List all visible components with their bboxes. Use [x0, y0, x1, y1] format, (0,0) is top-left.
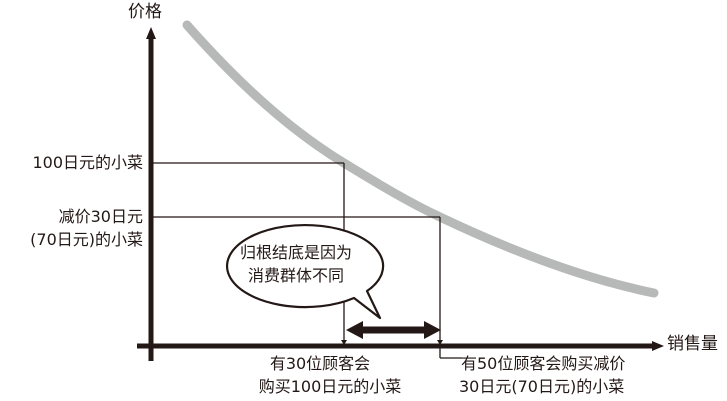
annotation-50-line1: 有50位顾客会购买减价: [461, 354, 626, 373]
double-arrow-left-head: [346, 321, 363, 339]
speech-bubble: [225, 223, 385, 320]
double-arrow-right-head: [424, 321, 441, 339]
tick-arrow-30: [341, 340, 347, 345]
annotation-30-line1: 有30位顾客会: [269, 354, 371, 373]
price-label-70-line2: (70日元)的小菜: [30, 230, 143, 249]
annotation-50-line2: 30日元(70日元)的小菜: [459, 377, 625, 396]
speech-bubble-line1: 归根结底是因为: [239, 243, 352, 262]
price-label-70-line1: 减价30日元: [58, 207, 143, 226]
tick-arrow-50: [437, 340, 443, 345]
demand-curve: [182, 20, 659, 298]
x-axis-arrowhead: [652, 341, 664, 351]
speech-bubble-line2: 消费群体不同: [247, 266, 344, 285]
y-axis-arrowhead: [146, 27, 156, 39]
annotation-30-line2: 购买100日元的小菜: [258, 377, 402, 396]
y-axis-label: 价格: [128, 2, 162, 22]
price-label-100: 100日元的小菜: [32, 153, 143, 172]
x-axis-label: 销售量: [667, 334, 718, 354]
